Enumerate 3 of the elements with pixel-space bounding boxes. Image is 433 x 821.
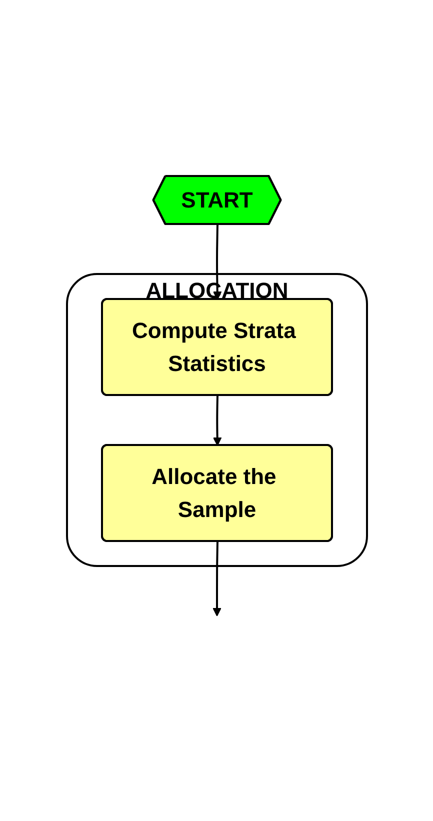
arrow: [212, 224, 222, 300]
arrow: [212, 394, 222, 446]
arrow: [212, 540, 221, 616]
